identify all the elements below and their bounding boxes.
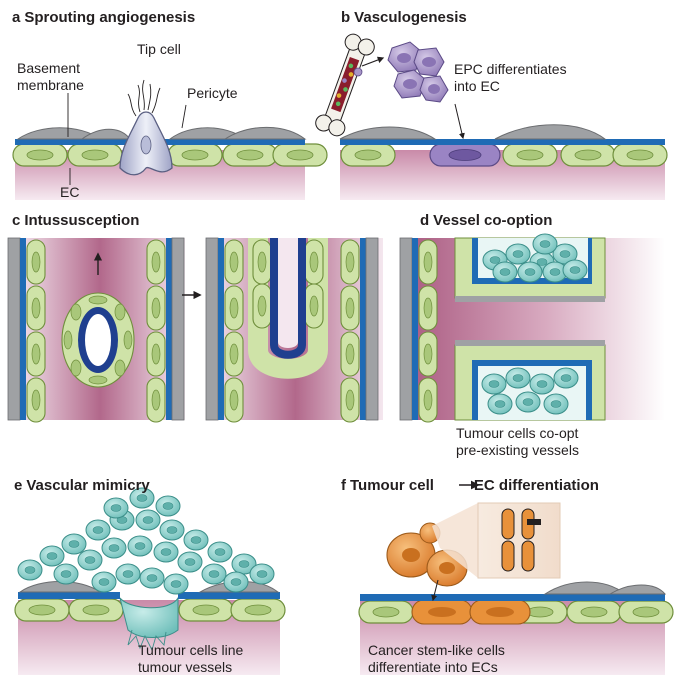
panel-a-drawing — [12, 79, 328, 200]
label-epc-line1: EPC differentiates — [454, 61, 567, 77]
panel-b-letter: b — [341, 9, 351, 26]
panel-f-title-right: EC differentiation — [473, 477, 599, 494]
label-mimicry-line2: tumour vessels — [138, 659, 233, 675]
label-stem-line1: Cancer stem-like cells — [368, 642, 505, 658]
panel-e-title-text: Vascular mimicry — [26, 477, 150, 494]
label-tip-cell: Tip cell — [137, 41, 181, 57]
label-basement-line1: Basement — [17, 60, 81, 76]
panel-b-title-text: Vasculogenesis — [354, 9, 467, 26]
label-coopt-line1: Tumour cells co-opt — [456, 425, 579, 441]
panel-b-drawing — [315, 33, 668, 200]
panel-d-letter: d — [420, 212, 430, 229]
panel-d-drawing — [399, 233, 665, 423]
panel-f-title-left: Tumour cell — [350, 477, 434, 494]
panel-c-letter: c — [12, 212, 21, 229]
label-basement-line2: membrane — [17, 77, 84, 93]
panel-a-letter: a — [12, 9, 21, 26]
panel-c-drawing — [7, 237, 383, 423]
label-pericyte: Pericyte — [187, 85, 238, 101]
panel-e-letter: e — [14, 477, 23, 494]
label-coopt-line2: pre-existing vessels — [456, 442, 579, 458]
label-ec: EC — [60, 184, 80, 200]
panel-f-letter: f — [341, 477, 346, 494]
panel-c-title-text: Intussusception — [24, 212, 140, 229]
panel-d-title-text: Vessel co-option — [433, 212, 553, 229]
label-mimicry-line1: Tumour cells line — [138, 642, 244, 658]
label-epc-line2: into EC — [454, 78, 500, 94]
label-stem-line2: differentiate into ECs — [368, 659, 498, 675]
panel-e-drawing — [14, 487, 286, 675]
panel-a-title-text: Sprouting angiogenesis — [24, 9, 196, 26]
panel-f-drawing — [358, 480, 674, 675]
